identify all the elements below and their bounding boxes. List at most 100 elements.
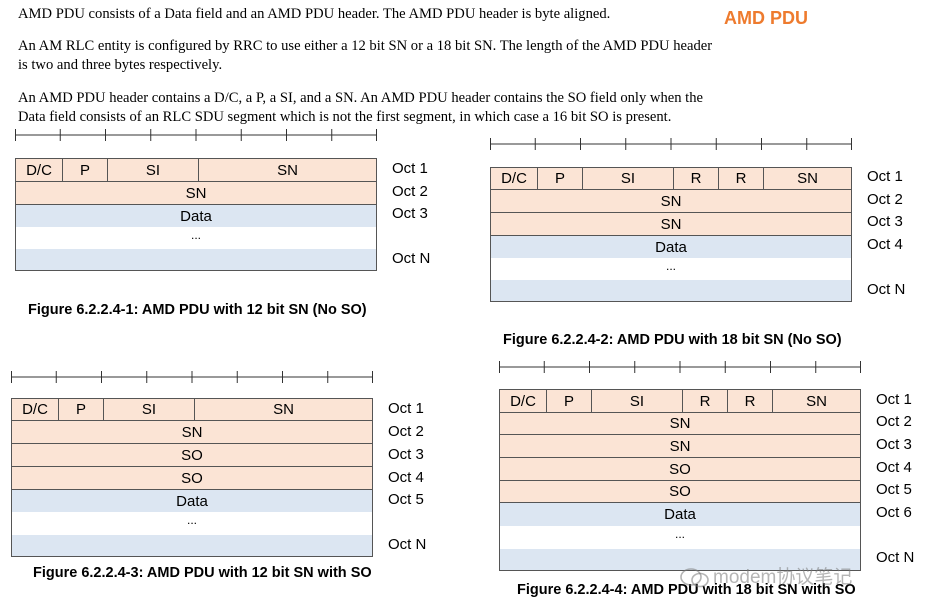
row-label: Data xyxy=(176,492,208,510)
row-label: Data xyxy=(664,506,696,523)
octet-label: Oct 3 xyxy=(388,446,424,463)
figure-18bit-no-so: D/C P SI R R SN SN SN Data ... Oct 1 Oct… xyxy=(490,137,910,307)
row-label: SN xyxy=(669,437,691,455)
intro-paragraph-3-cont: Data field consists of an RLC SDU segmen… xyxy=(18,109,672,125)
intro-paragraph-2-cont: is two and three bytes respectively. xyxy=(18,57,223,73)
octet-row: SO xyxy=(500,458,860,481)
field-si: SI xyxy=(107,159,198,181)
row-label xyxy=(491,280,851,301)
field-dc: D/C xyxy=(26,161,52,179)
pdu-structure: D/C P SI SN SN Data ... xyxy=(15,158,377,271)
header-octet-row: D/C P SI SN xyxy=(12,399,372,421)
pdu-structure: D/C P SI R R SN SN SN SO SO Data ... xyxy=(499,389,861,571)
field-dc: D/C xyxy=(510,392,536,410)
octet-label: Oct N xyxy=(867,281,906,298)
intro-paragraph-1: AMD PDU consists of a Data field and an … xyxy=(18,6,611,22)
octet-row: SN xyxy=(16,182,376,205)
octet-row: SO xyxy=(12,467,372,490)
octet-label: Oct 3 xyxy=(867,213,903,230)
octet-label: Oct 4 xyxy=(388,469,424,486)
field-sn: SN xyxy=(772,390,860,412)
pdu-structure: D/C P SI SN SN SO SO Data ... xyxy=(11,398,373,557)
octet-row: SN xyxy=(12,421,372,444)
figure-caption: Figure 6.2.2.4-1: AMD PDU with 12 bit SN… xyxy=(28,302,367,318)
octet-row: ... xyxy=(500,526,860,549)
octet-label: Oct 2 xyxy=(392,183,428,200)
figure-12bit-no-so: D/C P SI SN SN Data ... Oct 1 Oct 2 Oct … xyxy=(15,128,435,278)
octet-label: Oct 2 xyxy=(876,413,912,430)
octet-label: Oct 5 xyxy=(388,491,424,508)
field-r: R xyxy=(718,168,763,189)
octet-row: SN xyxy=(491,213,851,236)
field-si: SI xyxy=(591,390,682,412)
octet-row: SO xyxy=(12,444,372,467)
field-sn: SN xyxy=(198,159,376,181)
octet-row: Data xyxy=(16,205,376,227)
field-r: R xyxy=(727,390,772,412)
row-label: SN xyxy=(660,192,682,210)
figure-12bit-with-so: D/C P SI SN SN SO SO Data ... Oct 1 Oct … xyxy=(11,370,431,560)
field-si: SI xyxy=(582,168,673,189)
ellipsis: ... xyxy=(665,259,676,273)
header-octet-row: D/C P SI SN xyxy=(16,159,376,182)
pdu-structure: D/C P SI R R SN SN SN Data ... xyxy=(490,167,852,302)
row-label xyxy=(12,535,372,556)
octet-row xyxy=(500,549,860,570)
octet-row: Data xyxy=(491,236,851,258)
octet-label: Oct N xyxy=(388,536,427,553)
octet-row: SN xyxy=(500,435,860,458)
figure-caption: Figure 6.2.2.4-4: AMD PDU with 18 bit SN… xyxy=(517,582,856,598)
field-sn: SN xyxy=(194,399,372,420)
octet-row xyxy=(16,249,376,270)
octet-row: ... xyxy=(491,258,851,280)
figure-18bit-with-so: D/C P SI R R SN SN SN SO SO Data ... Oct… xyxy=(499,360,919,575)
ellipsis: ... xyxy=(674,527,685,541)
field-r: R xyxy=(673,168,718,189)
octet-row: ... xyxy=(12,512,372,535)
header-octet-row: D/C P SI R R SN xyxy=(491,168,851,190)
row-label: SO xyxy=(669,483,691,500)
amd-pdu-badge: AMD PDU xyxy=(724,8,808,28)
field-sn: SN xyxy=(763,168,851,189)
octet-row: Data xyxy=(500,503,860,526)
octet-label: Oct 1 xyxy=(876,391,912,408)
octet-label: Oct 4 xyxy=(876,459,912,476)
field-dc: D/C xyxy=(501,170,527,187)
field-dc: D/C xyxy=(22,401,48,418)
field-r: R xyxy=(682,390,727,412)
octet-label: Oct 1 xyxy=(388,400,424,417)
octet-label: Oct 1 xyxy=(392,160,428,177)
octet-label: Oct 3 xyxy=(876,436,912,453)
figure-caption: Figure 6.2.2.4-3: AMD PDU with 12 bit SN… xyxy=(33,565,372,581)
row-label: SN xyxy=(669,415,691,432)
row-label: Data xyxy=(655,238,687,256)
octet-row xyxy=(491,280,851,301)
row-label: Data xyxy=(180,207,212,225)
field-p: P xyxy=(58,399,103,420)
octet-label: Oct 4 xyxy=(867,236,903,253)
octet-label: Oct N xyxy=(876,549,915,566)
field-p: P xyxy=(62,159,107,181)
octet-row: SN xyxy=(491,190,851,213)
intro-paragraph-2: An AM RLC entity is configured by RRC to… xyxy=(18,38,713,54)
octet-label: Oct 6 xyxy=(876,504,912,521)
bit-ruler xyxy=(15,129,377,141)
bit-ruler xyxy=(11,371,373,383)
octet-label: Oct 2 xyxy=(388,423,424,440)
intro-paragraph-3: An AMD PDU header contains a D/C, a P, a… xyxy=(18,90,703,106)
wechat-icon xyxy=(680,568,709,588)
ellipsis: ... xyxy=(190,228,201,242)
watermark: modem协议笔记 xyxy=(680,562,852,589)
octet-row: SO xyxy=(500,481,860,503)
row-label: SN xyxy=(181,423,203,441)
octet-label: Oct 3 xyxy=(392,205,428,222)
octet-label: Oct 1 xyxy=(867,168,903,185)
ellipsis: ... xyxy=(186,513,197,527)
row-label: SO xyxy=(669,460,691,478)
row-label: SO xyxy=(181,446,203,464)
watermark-text: modem协议笔记 xyxy=(713,567,853,588)
row-label: SN xyxy=(660,215,682,233)
row-label xyxy=(16,249,376,270)
row-label: SO xyxy=(181,469,203,487)
bit-ruler xyxy=(499,361,861,373)
